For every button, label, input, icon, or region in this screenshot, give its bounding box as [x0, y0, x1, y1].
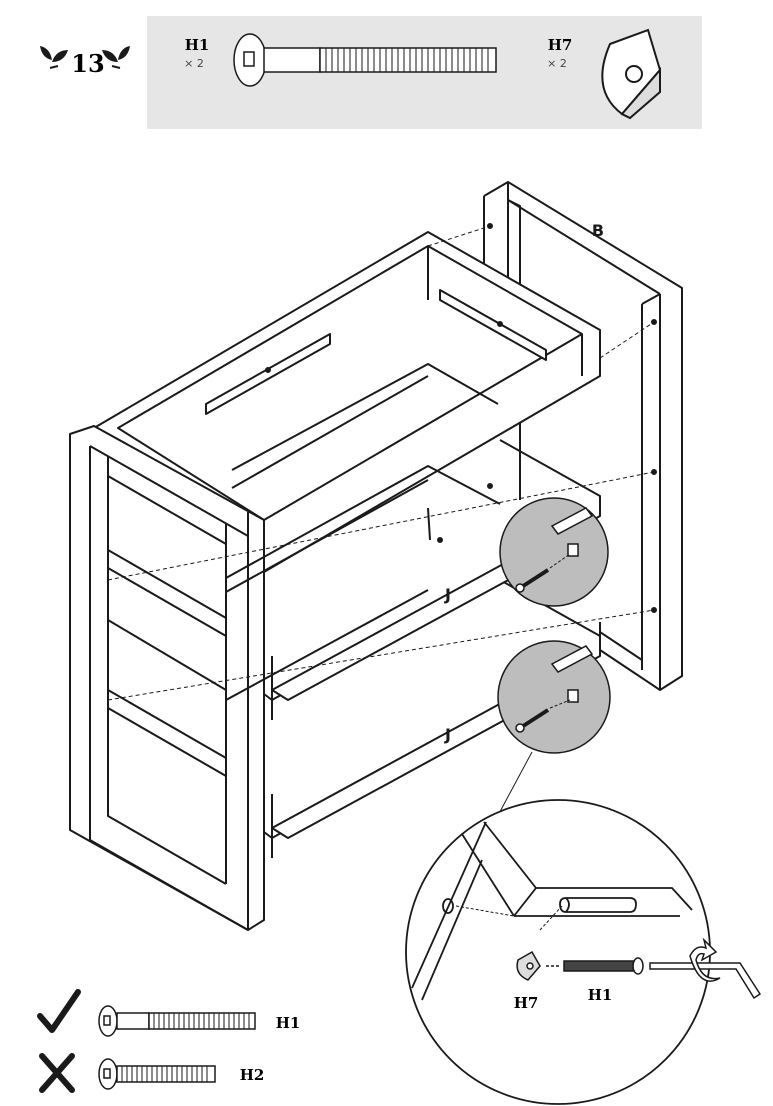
front-side-panel — [69, 425, 265, 931]
detail-block-label: H7 — [514, 994, 539, 1012]
detail-view: H7 H1 — [405, 799, 762, 1105]
side-panel-b — [483, 181, 683, 691]
screw-guide: H1 H2 — [37, 989, 301, 1093]
cross-icon — [39, 1053, 75, 1093]
detail-bolt-h1-icon — [546, 957, 644, 975]
bolt-mini-lower-icon — [515, 708, 550, 733]
parts-bolt-code: H1 — [185, 36, 210, 54]
rail-j-upper-label: J — [444, 585, 451, 604]
guide-bolt-h1-icon — [98, 1005, 256, 1037]
guide-bolt-h2-icon — [98, 1058, 216, 1090]
leaf-ornament-left-icon — [40, 46, 68, 69]
guide-wrong-code: H2 — [240, 1066, 265, 1084]
guide-correct-code: H1 — [276, 1014, 301, 1032]
parts-box: H1 × 2 H7 × 2 — [147, 16, 702, 129]
rotate-arrow-icon — [689, 937, 721, 982]
panel-b-label: B — [592, 221, 604, 240]
step-number: 13 — [71, 49, 104, 78]
cabinet-illustration: B — [69, 181, 683, 931]
magnifier-lower — [497, 640, 611, 754]
step-header: 13 — [40, 46, 130, 78]
allen-key-icon — [649, 962, 762, 1000]
magnifier-upper — [499, 497, 609, 607]
detail-bolt-label: H1 — [588, 986, 613, 1004]
alignment-guides — [107, 225, 655, 701]
leaf-ornament-right-icon — [102, 46, 130, 69]
parts-bolt-qty: × 2 — [184, 57, 204, 70]
bolt-h1-icon — [233, 33, 497, 87]
parts-block-code: H7 — [548, 36, 573, 54]
detail-block-h7-icon — [516, 950, 541, 981]
checkmark-icon — [37, 989, 81, 1033]
middle-shelf — [225, 439, 601, 720]
rail-j-lower-label: J — [444, 725, 451, 744]
lower-shelf — [225, 579, 601, 858]
bolt-mini-upper-icon — [515, 568, 550, 593]
parts-block-qty: × 2 — [547, 57, 567, 70]
block-h7-icon — [601, 28, 662, 120]
